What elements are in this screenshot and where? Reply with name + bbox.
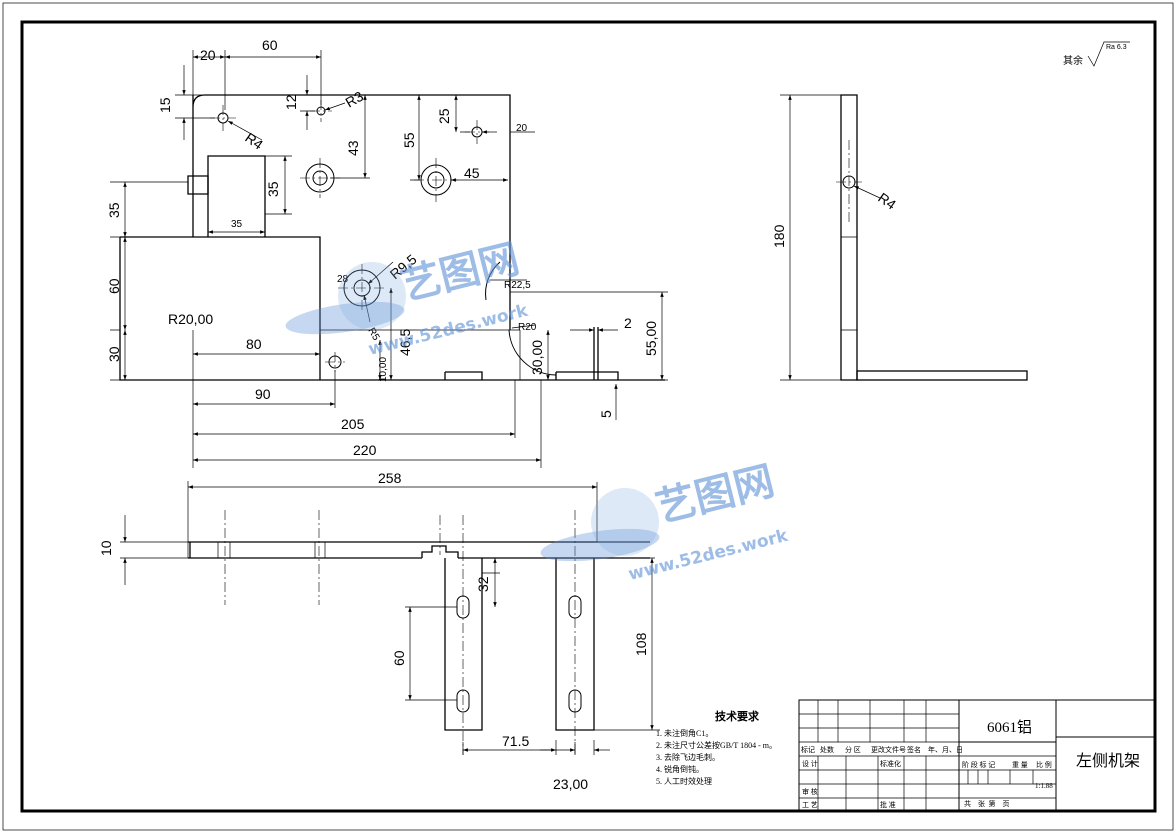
- tb-header-zone: 分 区: [845, 745, 861, 754]
- dim-35-width: 35: [231, 219, 243, 230]
- note-3: 3. 去除飞边毛刺。: [656, 752, 720, 762]
- tb-design: 设 计: [802, 759, 818, 768]
- top-dim-108: 108: [633, 632, 649, 656]
- top-dim-71-5: 71.5: [502, 733, 529, 749]
- dim-60: 60: [262, 37, 278, 53]
- dim-45: 45: [464, 165, 480, 181]
- dim-12: 12: [283, 94, 299, 110]
- front-view: 20 60 15 12 R3 25 20 R4 43 55 35 45 35 3…: [106, 37, 668, 468]
- tb-header-mark: 标记: [801, 745, 815, 754]
- dim-60-left: 60: [106, 278, 122, 294]
- dim-r3: R3: [343, 88, 367, 111]
- dim-43: 43: [345, 140, 361, 156]
- watermark-2: 艺图网 www.52des.work: [540, 458, 791, 585]
- dim-r20-small: R20: [518, 322, 537, 333]
- dim-220: 220: [353, 442, 377, 458]
- note-2: 2. 未注尺寸公差按GB/T 1804 - m。: [656, 740, 777, 750]
- title-block: 标记 处数 分 区 更改文件号 签名 年、月、日 设 计 标准化 审 核 工 艺…: [798, 699, 1156, 812]
- top-dim-23-00: 23,00: [553, 776, 588, 792]
- dim-20-small: 20: [516, 123, 528, 134]
- watermark-brand-1: 艺图网: [396, 236, 524, 310]
- dim-15: 15: [157, 97, 173, 113]
- dim-30: 30: [106, 346, 122, 362]
- dim-55: 55: [401, 132, 417, 148]
- dim-35-boss: 35: [265, 181, 281, 197]
- tb-scale-label: 比 例: [1036, 760, 1052, 769]
- roughness-prefix: 其余: [1063, 54, 1083, 67]
- tb-header-sign: 签名: [907, 745, 921, 754]
- notes-title: 技术要求: [715, 709, 760, 723]
- tb-process: 工 艺: [802, 801, 818, 809]
- side-dim-r4: R4: [875, 189, 899, 212]
- technical-notes: 技术要求 1. 未注倒角C1。 2. 未注尺寸公差按GB/T 1804 - m。…: [656, 709, 777, 786]
- tb-part-name: 左侧机架: [1076, 752, 1140, 770]
- dim-46-5: 46,5: [397, 329, 413, 356]
- dim-r20-00: R20,00: [168, 311, 213, 327]
- tb-stage: 阶 段 标 记: [962, 760, 995, 769]
- note-1: 1. 未注倒角C1。: [656, 728, 713, 738]
- top-dim-258: 258: [378, 470, 402, 486]
- top-dim-32: 32: [475, 576, 491, 592]
- tb-check: 审 核: [802, 787, 818, 796]
- dim-r4: R4: [242, 129, 266, 152]
- tb-sheets: 共 张 第 页: [964, 799, 1010, 808]
- dim-35-left: 35: [106, 202, 122, 218]
- dim-30-00: 30,00: [529, 340, 545, 375]
- dim-5: 5: [598, 410, 614, 418]
- tb-header-file: 更改文件号: [871, 745, 906, 754]
- side-view: R4 180: [771, 94, 1028, 381]
- top-view: 258 10 32 60 108 71.5 23,00: [98, 470, 660, 792]
- note-4: 4. 锐角倒钝。: [656, 764, 704, 774]
- dim-r225: R22,5: [504, 280, 531, 291]
- dim-80: 80: [246, 336, 262, 352]
- front-boss: [207, 155, 266, 237]
- roughness-symbol: 其余 Ra 6.3: [1063, 41, 1130, 67]
- inner-border: [20, 20, 1157, 813]
- dim-2: 2: [624, 315, 632, 331]
- tb-approve: 批 准: [880, 800, 896, 809]
- note-5: 5. 人工时效处理: [656, 776, 712, 786]
- tb-header-date: 年、月、日: [928, 745, 963, 754]
- dim-25: 25: [436, 108, 452, 124]
- dim-20: 20: [200, 47, 216, 63]
- dim-90: 90: [255, 386, 271, 402]
- side-dim-180: 180: [771, 224, 787, 248]
- top-dim-60: 60: [391, 650, 407, 666]
- tb-standard: 标准化: [880, 759, 901, 768]
- roughness-value: Ra 6.3: [1106, 44, 1127, 51]
- dim-10-00: 10,00: [378, 357, 389, 382]
- top-dim-10: 10: [98, 540, 114, 556]
- tb-header-count: 处数: [820, 745, 834, 754]
- dim-55-00: 55,00: [643, 321, 659, 356]
- dim-28: 28: [337, 274, 349, 285]
- dim-205: 205: [341, 416, 365, 432]
- tb-scale: 1:1.88: [1035, 782, 1053, 790]
- tb-weight: 重 量: [1012, 761, 1028, 769]
- watermark-brand-2: 艺图网: [651, 458, 779, 532]
- tb-material: 6061铝: [987, 719, 1032, 736]
